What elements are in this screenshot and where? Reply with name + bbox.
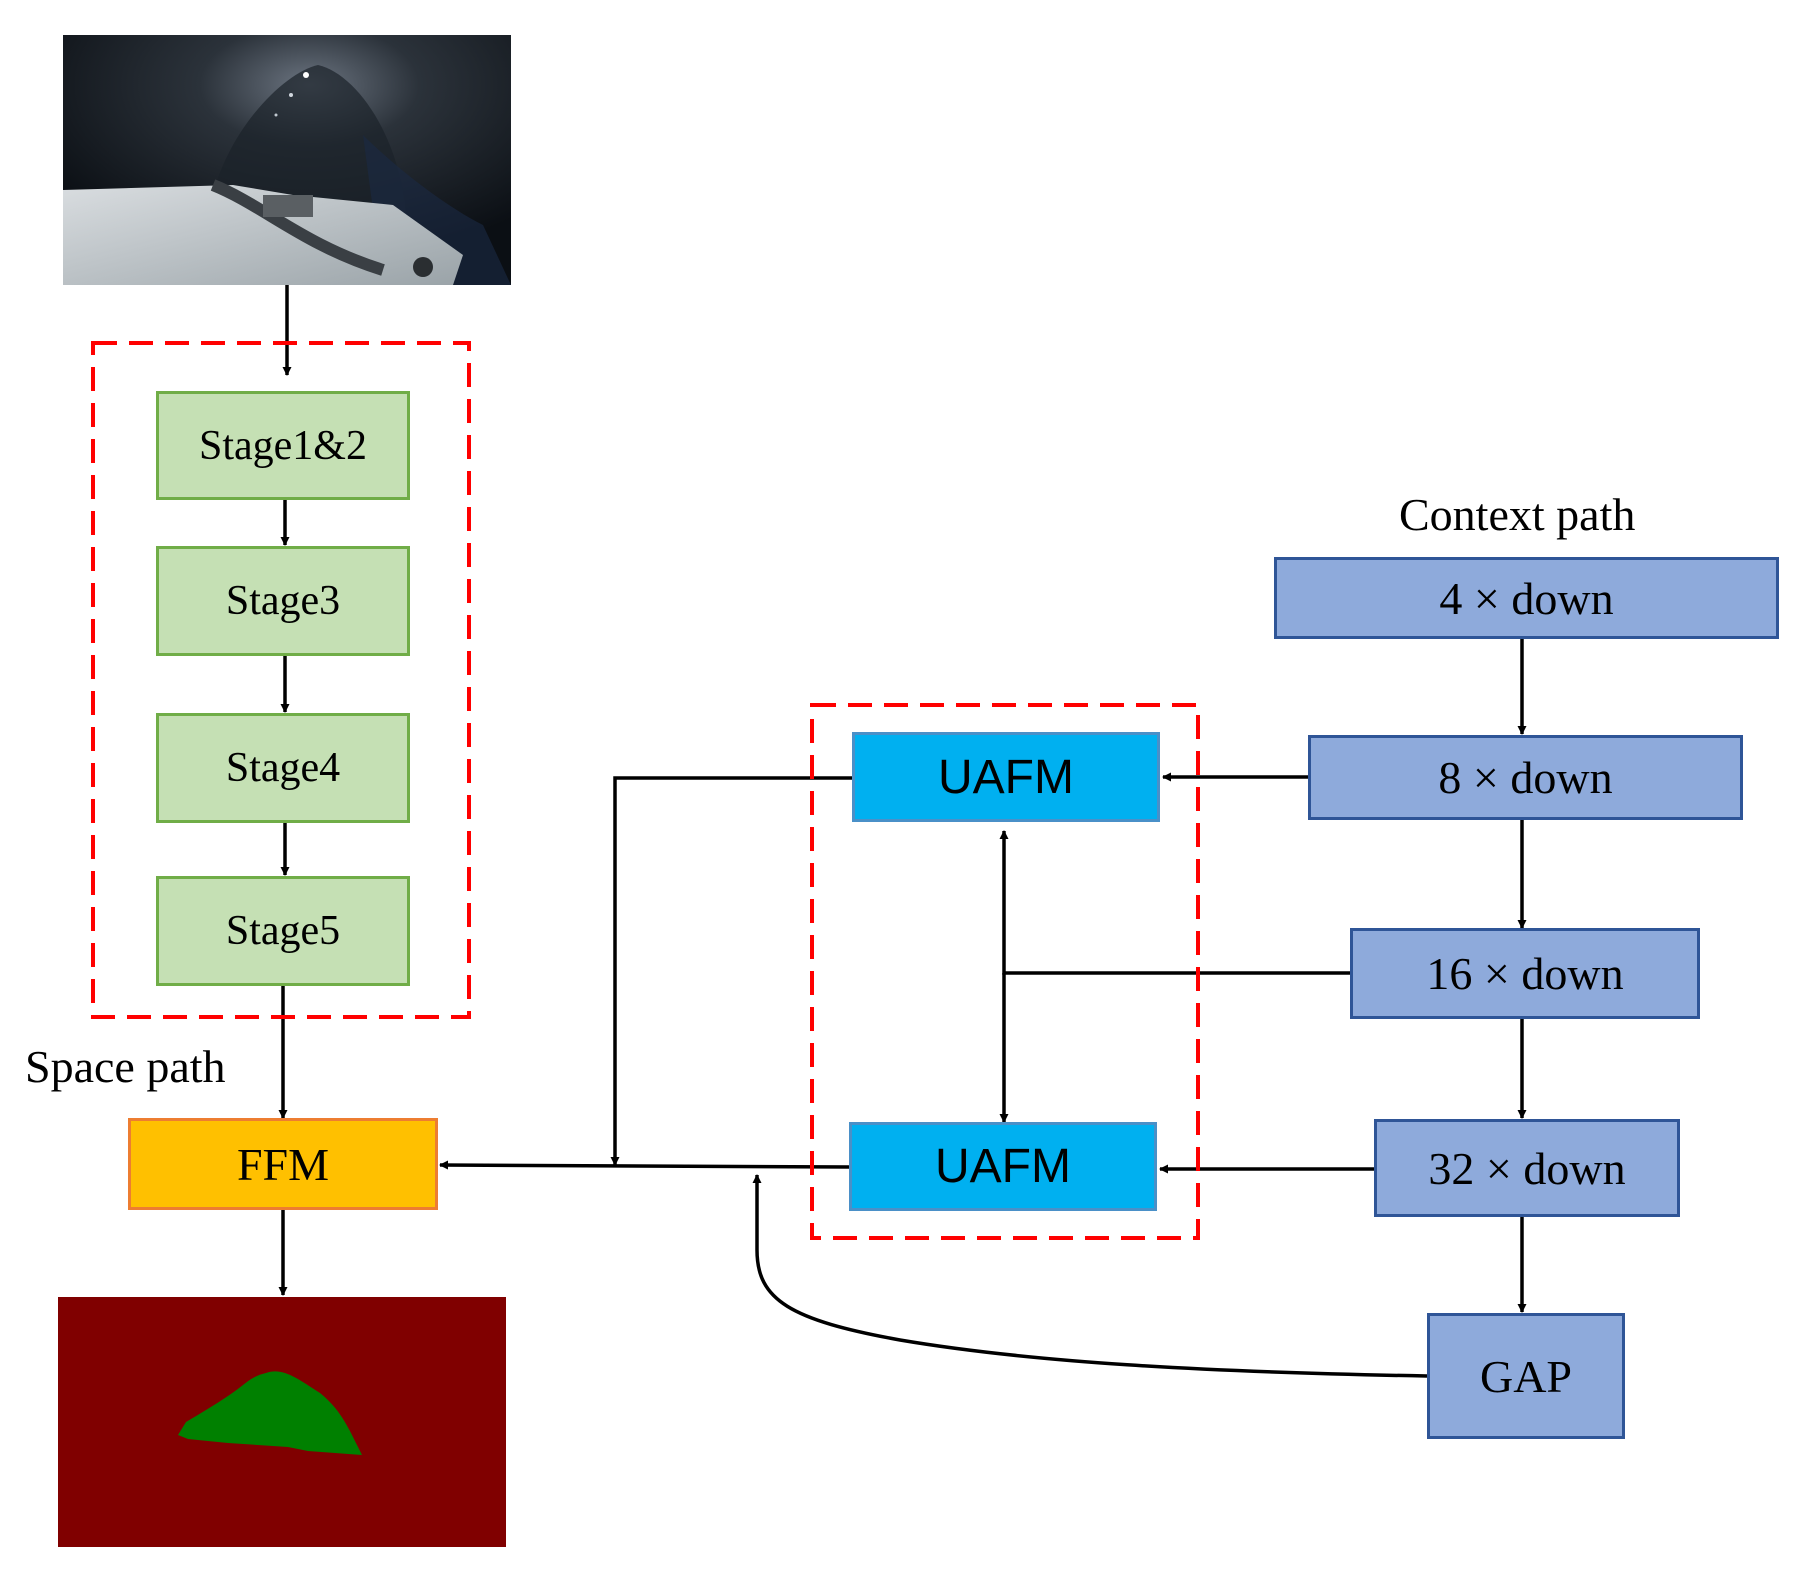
stage-3-block: Stage3 [156, 546, 410, 656]
ffm-block: FFM [128, 1118, 438, 1210]
gap-block: GAP [1427, 1313, 1625, 1439]
segmentation-output-image [58, 1297, 506, 1547]
stage-5-block: Stage5 [156, 876, 410, 986]
uafm-bottom-block: UAFM [849, 1122, 1157, 1211]
stage-4-block: Stage4 [156, 713, 410, 823]
input-image [63, 35, 511, 285]
context-8x-down-block: 8 × down [1308, 735, 1743, 820]
stage-1-2-block: Stage1&2 [156, 391, 410, 500]
context-16x-down-block: 16 × down [1350, 928, 1700, 1019]
context-path-label: Context path [1399, 489, 1636, 540]
context-4x-down-block: 4 × down [1274, 557, 1779, 639]
context-32x-down-block: 32 × down [1374, 1119, 1680, 1217]
uafm-dashed-group [810, 703, 1200, 1240]
backbone-dashed-group [91, 341, 471, 1019]
space-path-label: Space path [25, 1041, 226, 1092]
uafm-top-block: UAFM [852, 732, 1160, 822]
